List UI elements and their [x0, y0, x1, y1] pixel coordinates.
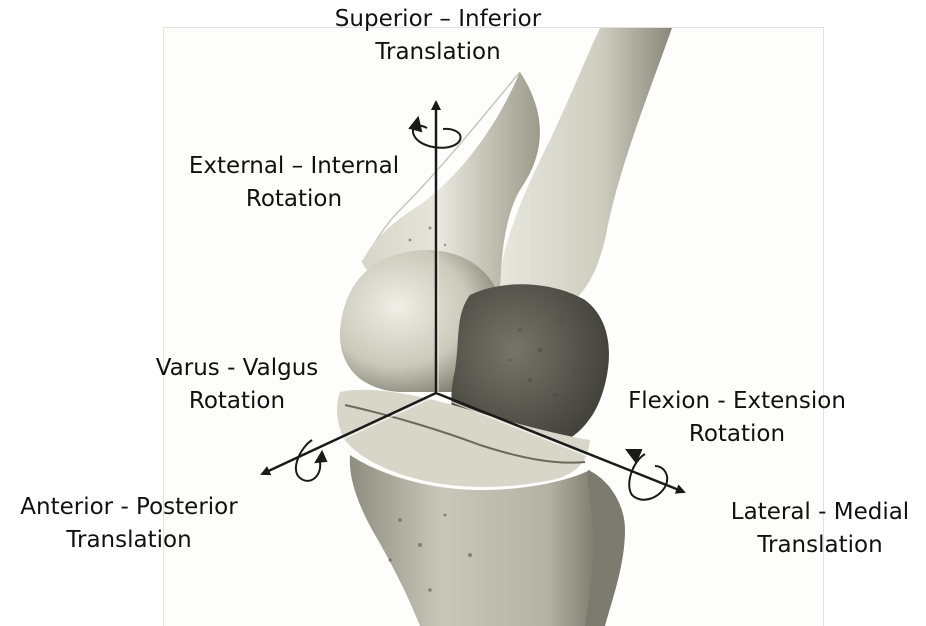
external-internal-label: External – Internal Rotation [174, 150, 414, 216]
anterior-posterior-label: Anterior - Posterior Translation [2, 491, 256, 557]
lateral-medial-label: Lateral - Medial Translation [714, 496, 926, 562]
flexion-extension-line1: Flexion - Extension [612, 385, 862, 418]
anterior-posterior-line2: Translation [2, 524, 256, 557]
anterior-posterior-line1: Anterior - Posterior [2, 491, 256, 524]
superior-inferior-line1: Superior – Inferior [318, 3, 558, 36]
flexion-extension-label: Flexion - Extension Rotation [612, 385, 862, 451]
varus-valgus-line1: Varus - Valgus [137, 352, 337, 385]
flexion-extension-line2: Rotation [612, 418, 862, 451]
external-internal-line2: Rotation [174, 183, 414, 216]
external-internal-line1: External – Internal [174, 150, 414, 183]
lateral-medial-line1: Lateral - Medial [714, 496, 926, 529]
superior-inferior-label: Superior – Inferior Translation [318, 3, 558, 69]
varus-valgus-label: Varus - Valgus Rotation [137, 352, 337, 418]
superior-inferior-line2: Translation [318, 36, 558, 69]
varus-valgus-line2: Rotation [137, 385, 337, 418]
lateral-medial-line2: Translation [714, 529, 926, 562]
